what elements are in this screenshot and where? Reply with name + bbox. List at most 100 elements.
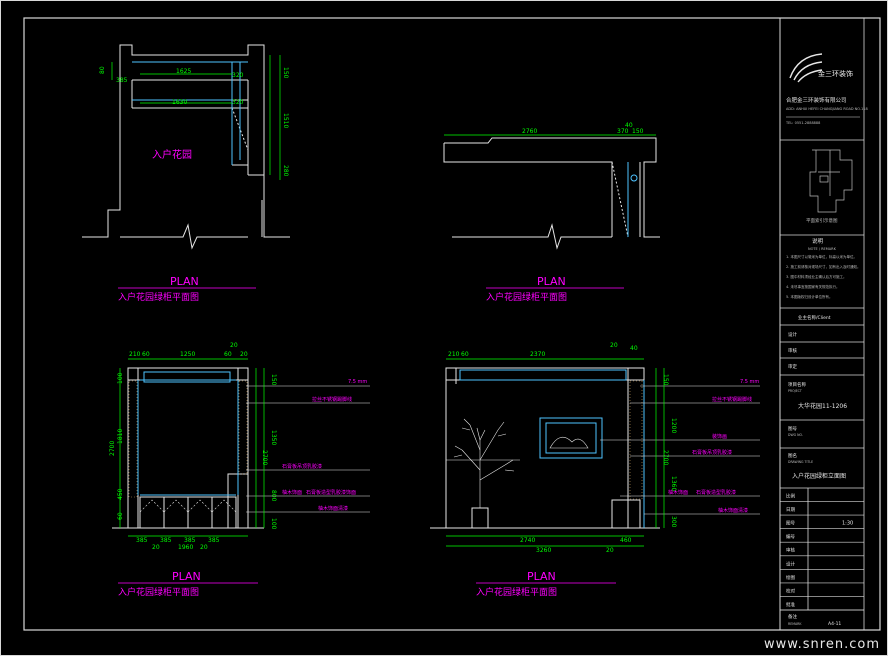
drawing-title-1: 入户花园绿柜平面图 — [118, 291, 199, 303]
drawing-title-4: 入户花园绿柜平面图 — [476, 586, 557, 598]
dim3-left-100: 100 — [117, 372, 124, 384]
level-mark-3: 7.5 mm — [348, 379, 367, 385]
drawing-title-value: 入户花园绿柜立面图 — [792, 472, 846, 480]
note3-2: 石膏板吊顶乳胶漆 — [282, 463, 322, 470]
dim3-left-1810: 1810 — [117, 429, 124, 444]
dim3-210: 210 — [129, 351, 141, 358]
note4-3: 石膏板吊顶乳胶漆 — [692, 449, 732, 456]
dim-right-280: 280 — [282, 165, 289, 177]
dim4-right-2700: 2700 — [662, 450, 669, 465]
project-name: 大华花园11-1206 — [798, 402, 847, 410]
grid-row-label: 校对 — [786, 587, 795, 594]
address-line-2: TEL: 0551-2888888 — [785, 121, 820, 125]
company-logo-icon — [789, 53, 823, 83]
dim3-385-b: 385 — [160, 537, 172, 544]
dim3-left-60: 60 — [117, 512, 124, 520]
footer-sheet-no: A4-11 — [828, 621, 841, 627]
level-mark-4: 7.5 mm — [740, 379, 759, 385]
dim4-right-1360: 1360 — [670, 476, 677, 491]
notes-header: 说明 — [812, 237, 824, 245]
dim4-20: 20 — [610, 342, 618, 349]
approver-row-label: 审定 — [788, 363, 797, 370]
dim3-right-150: 150 — [270, 374, 277, 386]
dim3-20-b: 20 — [240, 351, 248, 358]
dim4-60: 60 — [461, 351, 469, 358]
dim3-left-2700: 2700 — [109, 441, 116, 456]
dim-40: 40 — [625, 122, 633, 129]
dim3-1250: 1250 — [180, 351, 195, 358]
dim3-60-a: 60 — [142, 351, 150, 358]
dim3-right-2700: 2700 — [261, 450, 268, 465]
key-plan-caption: 平面索引示意图 — [806, 217, 838, 224]
checker-row-label: 审核 — [788, 347, 797, 354]
project-label: 项目名称 — [788, 381, 806, 388]
footer-remark-en: REMARK — [788, 622, 802, 626]
area-label-entry-garden: 入户花园 — [152, 148, 192, 161]
drawing-3-bottom-left-elevation: 210 60 1250 60 20 20 385 385 385 385 20 … — [109, 342, 370, 598]
dim-1625: 1625 — [176, 68, 191, 75]
grid-row-label: 比例 — [786, 492, 795, 499]
note4-1: 拉丝不锈钢踢脚线 — [712, 396, 752, 403]
dim-370: 370 — [617, 128, 629, 135]
dim3-385-d: 385 — [208, 537, 220, 544]
plan-label-4: PLAN — [527, 570, 556, 583]
title-block: 金三环装饰 合肥金三环装饰有限公司 ADD: ANHUI HEFEI CHANG… — [780, 18, 868, 630]
drawing-title-label: 图名 — [788, 452, 797, 459]
note3-3: 石膏板造型乳胶漆饰面 — [306, 489, 356, 496]
grid-row-label: 日期 — [786, 507, 795, 513]
dim-left-80: 80 — [99, 66, 106, 74]
grid-row-label: 图号 — [786, 521, 795, 527]
dim-left-385: 385 — [116, 77, 128, 84]
drawing-no-label: 图号 — [788, 426, 797, 432]
client-row-label: 业主名称/Client — [798, 314, 831, 321]
dim-right-1510: 1510 — [282, 113, 289, 128]
drawing-4-bottom-right-elevation: 210 60 2370 20 40 2740 460 3260 20 150 2… — [430, 342, 760, 598]
dim-right-150: 150 — [282, 67, 289, 79]
address-line-1: ADD: ANHUI HEFEI CHANGJIANG ROAD NO.118 — [786, 107, 868, 111]
grid-row-label: 编号 — [786, 533, 795, 540]
dim3-20-d: 20 — [200, 544, 208, 551]
drawing-1-top-left-plan: 1625 320 1630 320 80 385 150 1510 280 入户… — [82, 44, 290, 303]
dim4-40: 40 — [630, 345, 638, 352]
dim4-2740: 2740 — [520, 537, 535, 544]
dim4-20-b: 20 — [606, 547, 614, 554]
dim4-right-150: 150 — [662, 374, 669, 386]
note4-2: 装饰画 — [712, 433, 727, 440]
drawing-title-3: 入户花园绿柜平面图 — [118, 586, 199, 598]
dim3-385-c: 385 — [184, 537, 196, 544]
decorative-plant — [453, 418, 515, 508]
dim3-right-100: 100 — [270, 518, 277, 530]
dim-1630: 1630 — [172, 99, 187, 106]
grid-row-label: 批准 — [786, 601, 795, 608]
plan-label-1: PLAN — [170, 275, 199, 288]
plan-label-2: PLAN — [537, 275, 566, 288]
note4-5: 柚木饰面清漆 — [718, 507, 748, 514]
watermark: www.snren.com — [763, 637, 880, 652]
dim-320-bottom: 320 — [232, 99, 244, 106]
dim3-385-a: 385 — [136, 537, 148, 544]
drawing-no-label-en: DWG NO. — [788, 433, 803, 437]
dim4-210: 210 — [448, 351, 460, 358]
key-plan-thumbnail — [809, 149, 853, 213]
dim4-right-300: 300 — [670, 516, 677, 528]
dim3-20-c: 20 — [152, 544, 160, 551]
dim4-3260: 3260 — [536, 547, 551, 554]
dim3-20-a: 20 — [230, 342, 238, 349]
note-line-4: 4. 未尽事宜按国家有关规范执行。 — [786, 284, 839, 289]
note-line-5: 5. 本图版权归设计单位所有。 — [786, 294, 832, 299]
note-line-1: 1. 本图尺寸以毫米为单位，标高以米为单位。 — [786, 254, 857, 259]
grid-row-value: 1:30 — [842, 521, 853, 527]
grid-row-label: 绘图 — [786, 574, 795, 581]
drawing-title-2: 入户花园绿柜平面图 — [486, 291, 567, 303]
dim4-right-1200: 1200 — [670, 418, 677, 433]
dim-150: 150 — [632, 128, 644, 135]
drawing-2-top-right-plan: 2760 370 40 150 PLAN 入户花园绿柜平面图 — [443, 122, 660, 303]
sheet-inner-border — [23, 17, 881, 631]
note4-4: 柚木饰面 — [668, 489, 688, 496]
company-name: 金三环装饰 — [818, 69, 853, 78]
dim-320-top: 320 — [232, 72, 244, 79]
dim3-left-450: 450 — [117, 488, 124, 500]
company-full-name: 合肥金三环装饰有限公司 — [786, 96, 847, 104]
